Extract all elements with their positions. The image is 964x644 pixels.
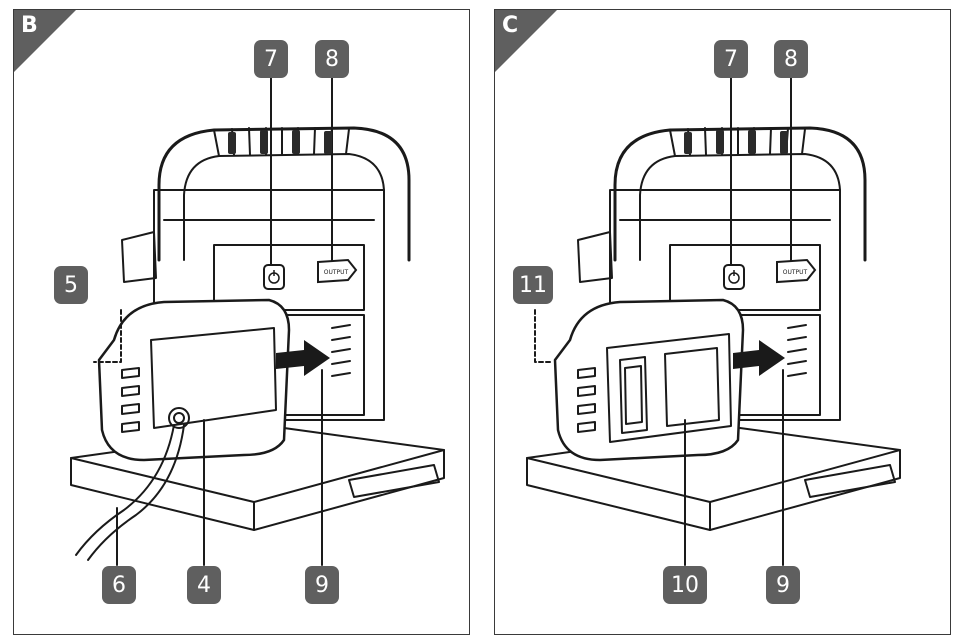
callout-11: 11 xyxy=(513,266,553,304)
panel-c-letter: C xyxy=(502,13,519,38)
callout-7: 7 xyxy=(714,40,748,78)
output-label: OUTPUT xyxy=(324,269,349,276)
panel-b: B xyxy=(13,9,470,635)
panel-b-tag: B xyxy=(14,10,76,72)
power-icon xyxy=(263,264,285,290)
output-port-icon xyxy=(317,258,358,284)
callout-6: 6 xyxy=(102,566,136,604)
power-icon xyxy=(723,264,745,290)
panel-b-illustration: OUTPUT xyxy=(70,77,445,566)
panel-c-illustration: OUTPUT xyxy=(526,77,901,566)
arrow-right-icon xyxy=(276,340,330,376)
panel-c: C xyxy=(494,9,951,635)
callout-10: 10 xyxy=(663,566,707,604)
panel-c-tag: C xyxy=(495,10,557,72)
callout-9: 9 xyxy=(305,566,339,604)
output-port-icon xyxy=(776,258,817,284)
callout-8: 8 xyxy=(774,40,808,78)
output-label: OUTPUT xyxy=(783,269,808,276)
callout-4: 4 xyxy=(187,566,221,604)
callout-9: 9 xyxy=(766,566,800,604)
panel-b-letter: B xyxy=(21,13,38,38)
arrow-right-icon xyxy=(733,340,785,376)
callout-5: 5 xyxy=(54,266,88,304)
callout-8: 8 xyxy=(315,40,349,78)
callout-7: 7 xyxy=(254,40,288,78)
